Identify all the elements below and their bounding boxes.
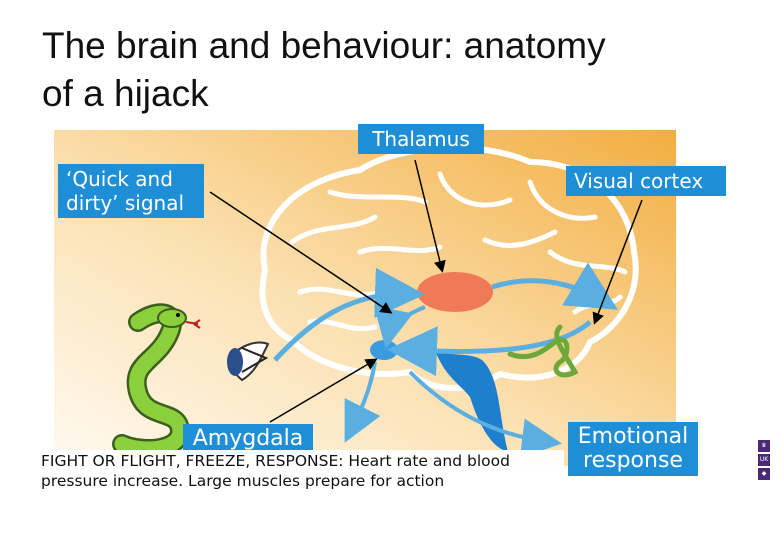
- organisation-logo: ♛ UK ◆: [758, 440, 772, 494]
- pointer-arrow-thalamus: [414, 159, 446, 273]
- small-snake: [507, 324, 579, 378]
- brain-outline: [259, 144, 639, 392]
- label-emotional-line-2: response: [583, 448, 683, 473]
- slide-title-line-2: of a hijack: [42, 73, 209, 114]
- caption-line-1: FIGHT OR FLIGHT, FREEZE, RESPONSE: Heart…: [41, 452, 510, 470]
- brain-hijack-diagram: Thalamus ‘Quick and dirty’ signal Visual…: [30, 122, 730, 497]
- slide-title: The brain and behaviour: anatomy of a hi…: [42, 22, 742, 118]
- logo-mark: UK: [758, 454, 770, 466]
- slide-title-line-1: The brain and behaviour: anatomy: [42, 25, 606, 66]
- label-quick-dirty-signal: ‘Quick and dirty’ signal: [58, 164, 204, 218]
- label-quick-dirty-line-2: dirty’ signal: [66, 191, 185, 215]
- caption-line-2: pressure increase. Large muscles prepare…: [41, 472, 445, 490]
- label-thalamus: Thalamus: [358, 124, 484, 154]
- thalamus-region: [417, 272, 493, 312]
- label-quick-dirty-line-1: ‘Quick and: [66, 167, 173, 191]
- pathway-arrow-to-response: [408, 370, 562, 459]
- pointer-arrow-visual-cortex: [592, 199, 643, 325]
- pathway-arrow-cortex-to-amygdala: [387, 320, 592, 377]
- logo-crown-icon: ♛: [758, 440, 770, 452]
- pathway-arrow-eye-to-thalamus: [273, 267, 425, 362]
- pointer-arrow-quick-dirty: [209, 191, 393, 314]
- logo-shield-icon: ◆: [758, 468, 770, 480]
- pathway-arrow-thalamus-to-cortex: [491, 262, 618, 310]
- label-emotional-line-1: Emotional: [577, 424, 689, 449]
- snake-icon: [112, 303, 201, 459]
- caption-box: FIGHT OR FLIGHT, FREEZE, RESPONSE: Heart…: [38, 450, 564, 492]
- label-thalamus-text: Thalamus: [372, 127, 470, 151]
- label-amygdala-text: Amygdala: [192, 426, 304, 451]
- pointer-arrow-amygdala: [269, 358, 378, 423]
- pathway-arrow-amygdala-down: [344, 361, 381, 443]
- eye-icon: [226, 341, 270, 382]
- label-visual-cortex-text: Visual cortex: [574, 169, 704, 193]
- label-amygdala: Amygdala: [183, 424, 313, 454]
- amygdala-region: [370, 340, 398, 360]
- label-visual-cortex: Visual cortex: [566, 166, 726, 196]
- label-emotional-response: Emotional response: [568, 422, 698, 476]
